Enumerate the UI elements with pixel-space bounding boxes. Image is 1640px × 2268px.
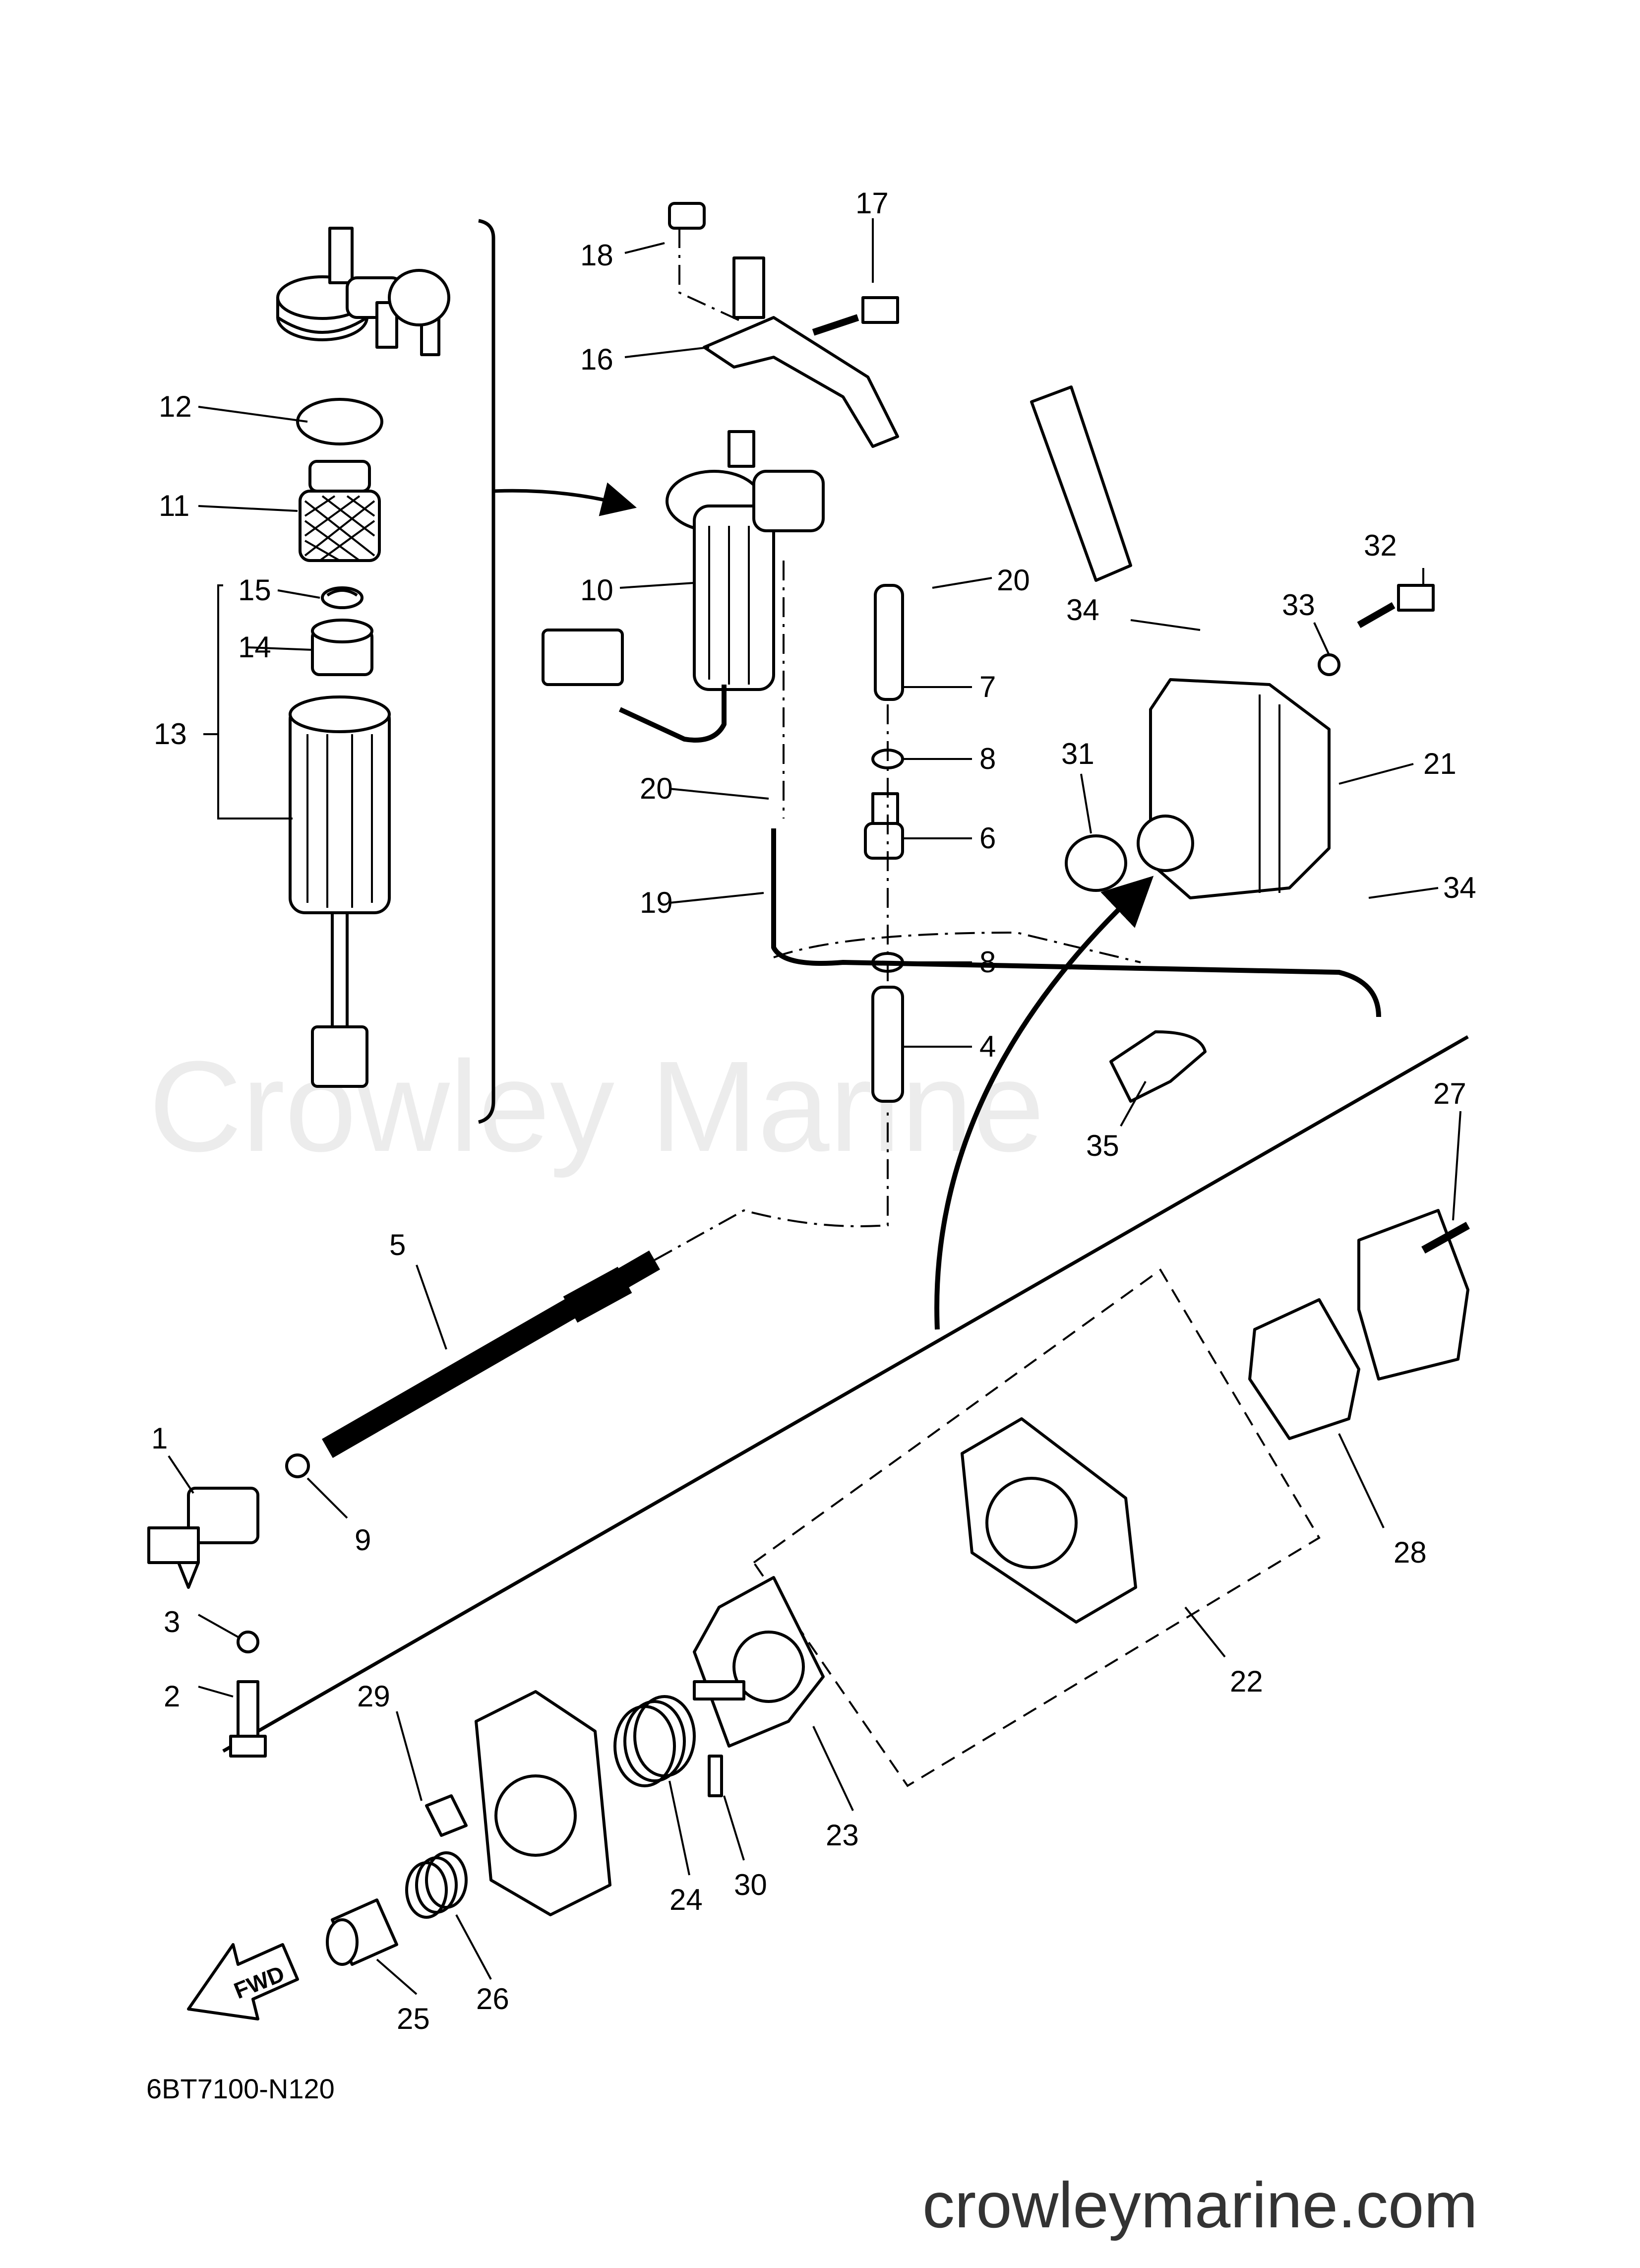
bolt-2 xyxy=(229,1680,267,1758)
callout-28: 28 xyxy=(1394,1536,1427,1569)
callout-11: 11 xyxy=(159,489,189,522)
callout-10: 10 xyxy=(580,573,613,607)
filter-cap xyxy=(276,227,450,356)
washer-3 xyxy=(237,1631,259,1653)
callout-12: 12 xyxy=(159,390,192,423)
callout-30: 30 xyxy=(734,1868,767,1901)
cover-28 xyxy=(1248,1298,1360,1440)
callout-27: 27 xyxy=(1433,1077,1466,1110)
callout-22: 22 xyxy=(1230,1665,1263,1698)
callout-23: 23 xyxy=(826,1819,859,1852)
callout-2: 2 xyxy=(164,1680,180,1713)
callout-8a: 8 xyxy=(979,742,996,775)
callout-1: 1 xyxy=(151,1422,168,1455)
o-ring-31 xyxy=(1065,834,1127,892)
callout-33: 33 xyxy=(1282,588,1315,622)
callout-16: 16 xyxy=(580,343,613,376)
joint-6 xyxy=(864,792,904,860)
hose-4 xyxy=(871,986,904,1103)
pump-rod xyxy=(1030,385,1132,582)
fuel-pump-21 xyxy=(1137,678,1331,899)
strainer-11 xyxy=(299,460,381,562)
housing xyxy=(475,1690,611,1916)
callout-6: 6 xyxy=(979,821,996,855)
callout-14: 14 xyxy=(238,630,271,664)
callout-4: 4 xyxy=(979,1030,996,1063)
callout-18: 18 xyxy=(580,239,613,272)
callout-15: 15 xyxy=(238,573,271,607)
callout-20b: 20 xyxy=(640,772,673,805)
kit-22-box xyxy=(752,1268,1321,1787)
website-label: crowleymarine.com xyxy=(922,2169,1478,2241)
callout-25: 25 xyxy=(397,2002,430,2035)
callout-20a: 20 xyxy=(997,564,1030,597)
pump-body xyxy=(961,1417,1137,1624)
bolt-27 xyxy=(1421,1222,1470,1254)
bracket-16 xyxy=(703,256,899,448)
spring-26 xyxy=(405,1851,468,1919)
callout-24: 24 xyxy=(669,1883,703,1916)
watermark-text: Crowley Marine xyxy=(149,1035,1044,1179)
callout-8b: 8 xyxy=(979,945,996,979)
bolt-17 xyxy=(812,296,899,336)
inset-arrow xyxy=(493,482,637,516)
pin-30 xyxy=(708,1755,723,1797)
filter-assembly-10 xyxy=(542,430,825,743)
bolt-32 xyxy=(1357,584,1435,629)
clip-15 xyxy=(326,589,358,597)
spring-24 xyxy=(613,1695,696,1787)
callout-9: 9 xyxy=(355,1523,371,1557)
callout-34b: 34 xyxy=(1443,871,1476,904)
separator-line xyxy=(222,1035,1469,1753)
nut-14 xyxy=(311,619,373,676)
clip-9 xyxy=(285,1453,310,1478)
cover-27-plate xyxy=(1357,1209,1469,1381)
callouts: 12 11 15 14 13 18 17 16 10 20 20 7 8 6 8… xyxy=(151,187,1476,2035)
callout-21: 21 xyxy=(1423,747,1457,780)
washer-33 xyxy=(1318,653,1340,676)
fwd-arrow: FWD xyxy=(187,1943,299,2020)
callout-5: 5 xyxy=(389,1228,406,1261)
callout-32: 32 xyxy=(1364,529,1397,562)
collar-18 xyxy=(668,202,706,230)
filter-bowl-13 xyxy=(289,695,391,1088)
callout-13: 13 xyxy=(154,717,187,751)
callout-19: 19 xyxy=(640,886,673,919)
o-ring-12 xyxy=(296,398,383,445)
callout-3: 3 xyxy=(164,1605,180,1638)
pump-arrow xyxy=(934,876,1154,1330)
inset-bracket xyxy=(478,219,495,1124)
callout-34a: 34 xyxy=(1066,593,1099,627)
clamp-35 xyxy=(1109,1030,1207,1103)
callout-7: 7 xyxy=(979,670,996,703)
callout-17: 17 xyxy=(855,187,889,220)
diaphragm-23 xyxy=(693,1576,825,1748)
nut-29 xyxy=(425,1794,468,1837)
callout-29: 29 xyxy=(357,1680,390,1713)
diagram-code: 6BT7100-N120 xyxy=(146,2073,335,2104)
callout-31: 31 xyxy=(1061,737,1094,770)
callout-26: 26 xyxy=(476,1982,509,2016)
callout-35: 35 xyxy=(1086,1129,1119,1162)
plunger-25 xyxy=(326,1898,398,1966)
leader-lines xyxy=(168,218,1461,1995)
fuel-joint-1 xyxy=(147,1487,259,1589)
hose-7 xyxy=(874,584,904,701)
